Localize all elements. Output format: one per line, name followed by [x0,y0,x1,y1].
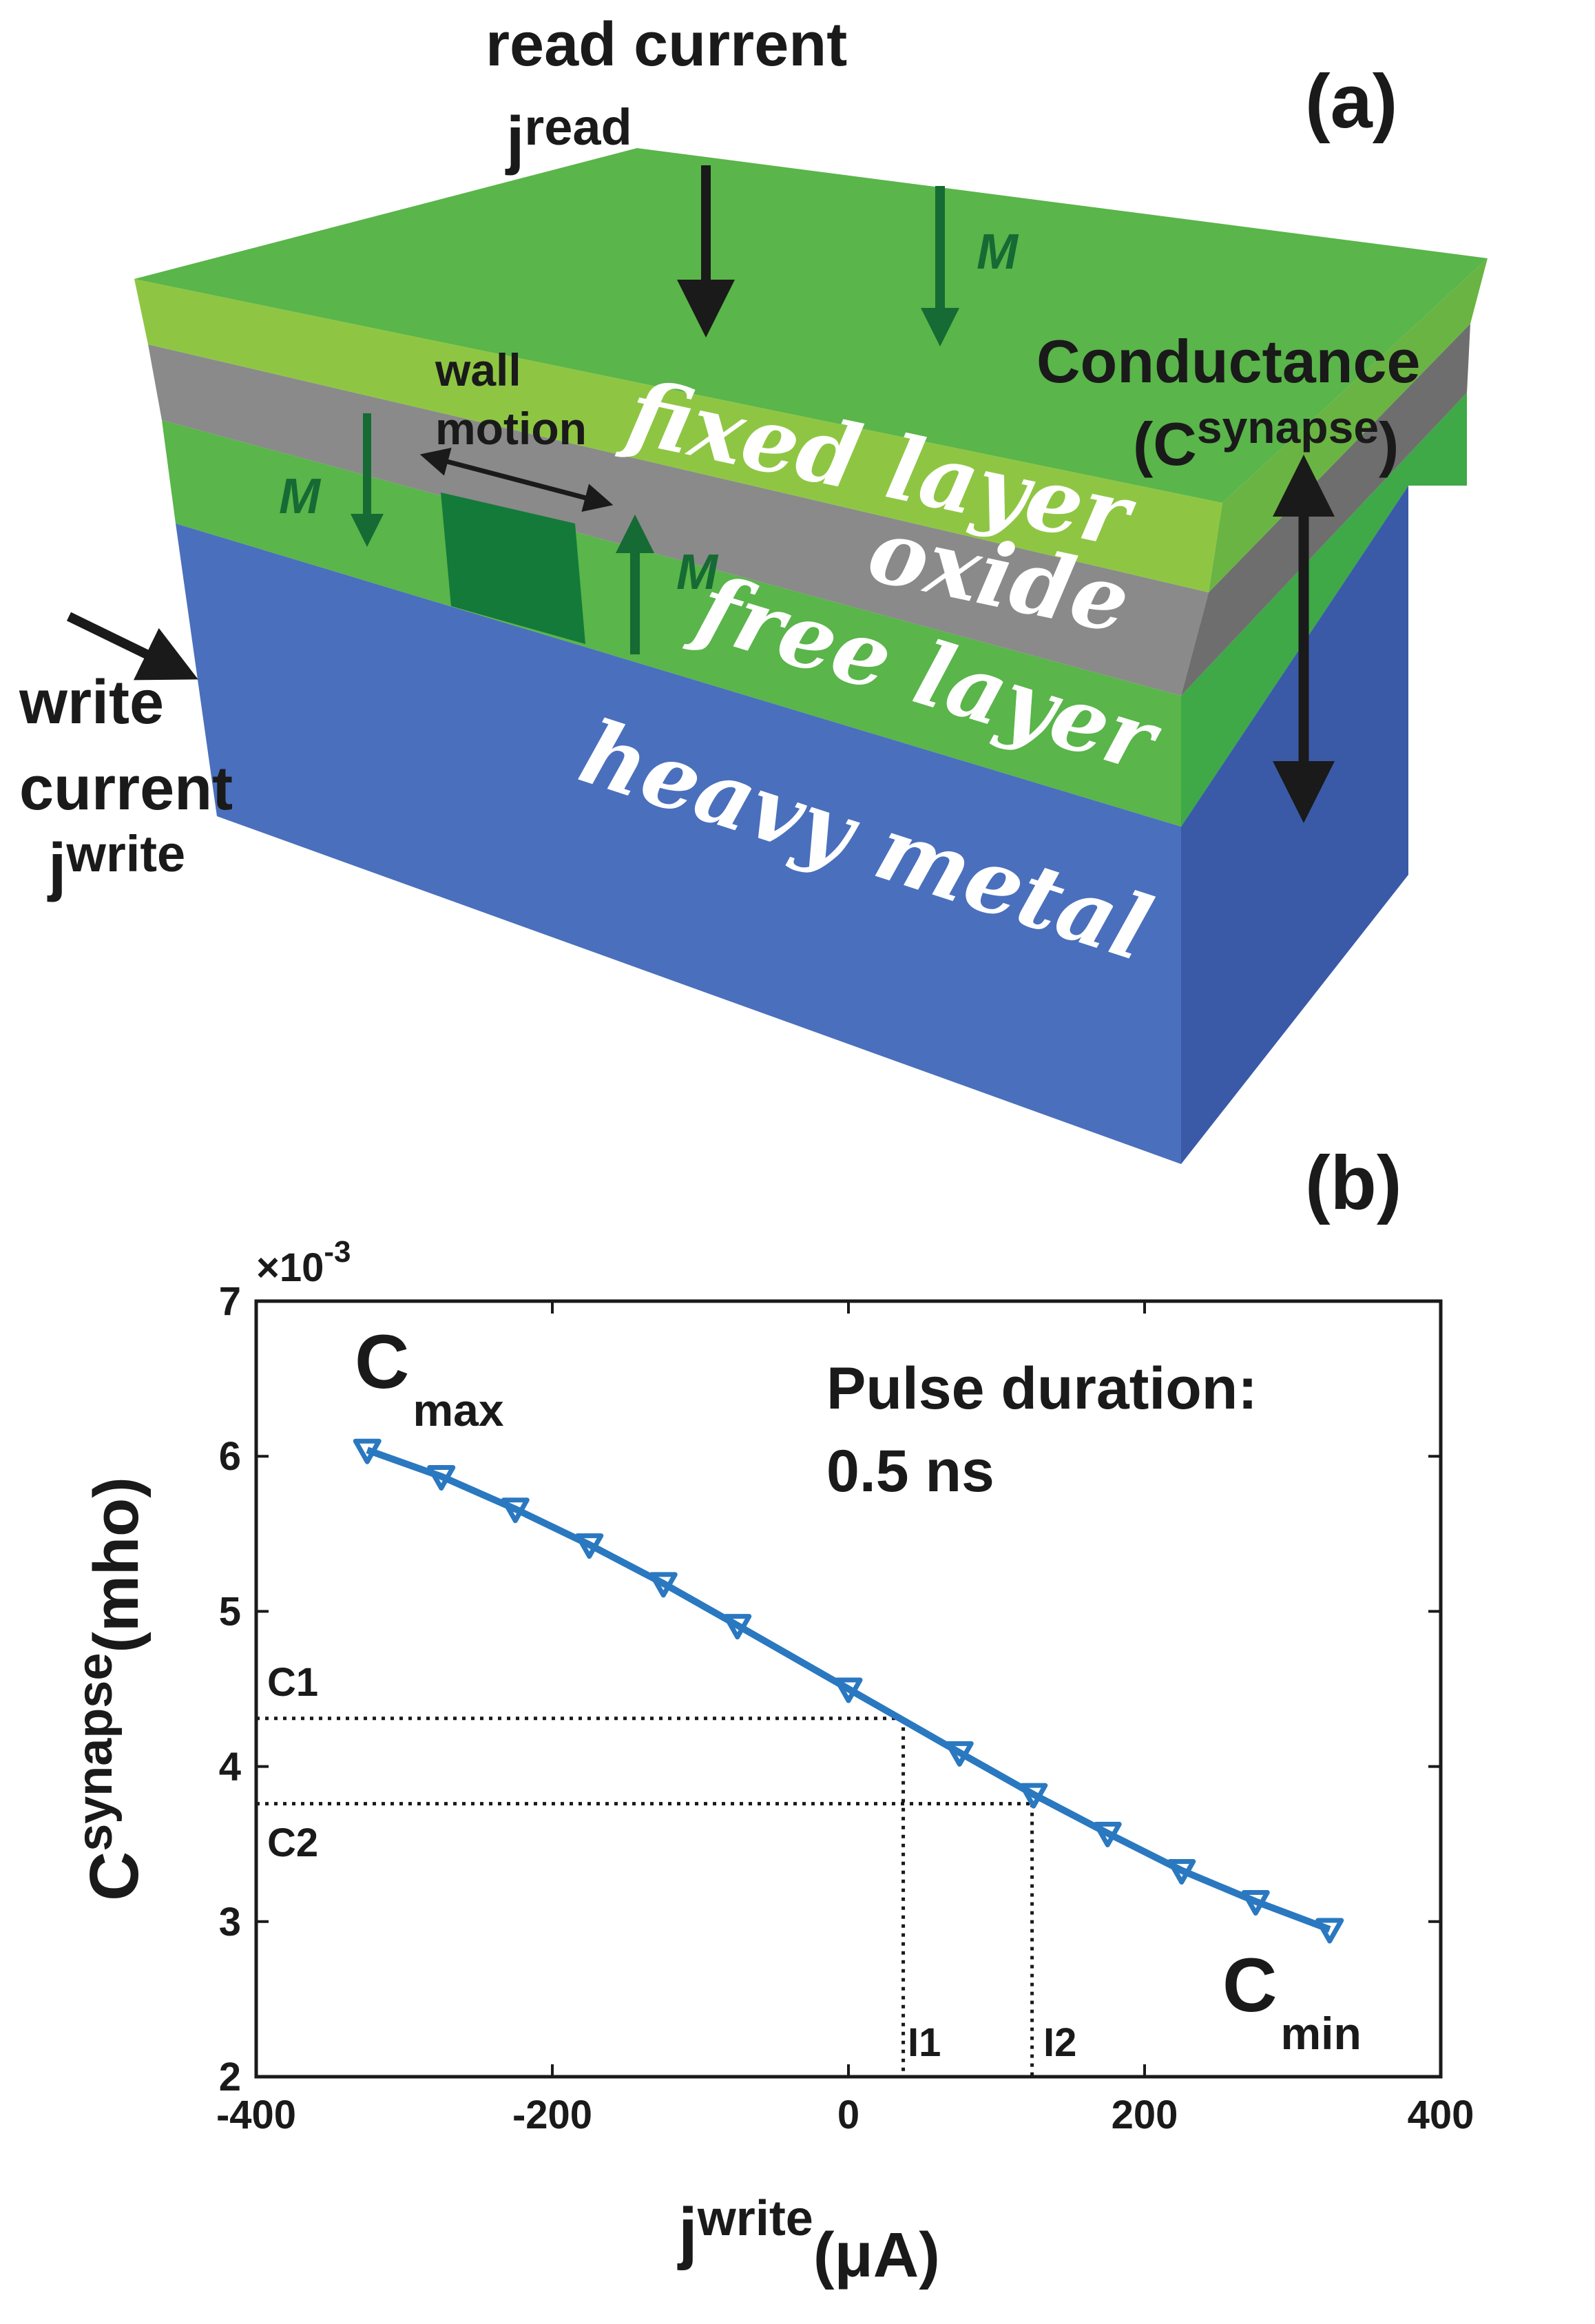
conductance-symbol: (Csynapse) [1133,402,1399,478]
write-current-symbol: jwrite [47,825,185,903]
write-current-line1: write [19,668,164,737]
data-point [1315,1918,1344,1944]
read-current-label: read current [486,10,847,79]
fixed-moment-label: M [977,225,1019,280]
data-point [1241,1890,1270,1916]
data-point [1019,1783,1048,1809]
c1-label: C1 [267,1660,318,1705]
cmin-label: Cmin [1222,1943,1362,2059]
domain-wall-region [441,492,585,644]
y-tick-label: 4 [219,1745,241,1789]
x-tick-label: -400 [216,2093,296,2137]
pulse-duration-line1: Pulse duration: [826,1356,1258,1422]
read-current-symbol: jread [505,98,632,176]
wall-motion-arrow [419,448,614,512]
data-point [427,1464,456,1491]
heavy-metal-front-face [176,523,1181,1164]
write-current-line2: current [19,754,233,823]
data-point [575,1533,604,1559]
conductance-label: Conductance [1036,327,1420,395]
i2-label: I2 [1043,2020,1076,2065]
write-current-arrow [66,612,198,681]
oxide-front-face [148,344,1209,696]
y-tick-label: 5 [219,1589,241,1634]
data-point [353,1438,382,1464]
x-tick-label: 0 [837,2093,859,2137]
y-tick-label: 3 [219,1900,241,1944]
fixed-layer-front-face [134,279,1222,592]
wall-motion-line2: motion [435,403,587,454]
tick-labels: -400 -200 0 200 400 2 3 4 5 6 7 [216,1279,1474,2137]
data-point [723,1614,752,1640]
top-face [134,148,1488,503]
free-moment-up-label: M [676,545,719,600]
data-point [649,1572,678,1598]
panel-b-label: (b) [1305,1141,1401,1225]
data-point [501,1497,530,1524]
y-exponent-label: ×10-3 [256,1235,351,1290]
x-tick-label: 200 [1112,2093,1178,2137]
series [353,1438,1344,1944]
x-tick-label: -200 [512,2093,592,2137]
i1-label: I1 [908,2020,941,2065]
free-layer-front-face [162,420,1181,827]
data-point [1167,1858,1196,1885]
data-point [834,1677,863,1703]
heavy-metal-side-face [1181,486,1408,1164]
pulse-duration-line2: 0.5 ns [826,1438,994,1504]
data-point [945,1741,974,1767]
y-tick-label: 7 [219,1279,241,1324]
reference-lines [256,1716,1034,2077]
conductance-chart: -400 -200 0 200 400 2 3 4 5 6 7 [216,1279,1474,2137]
y-tick-label: 6 [219,1434,241,1479]
y-tick-label: 2 [219,2055,241,2099]
data-point [1093,1821,1122,1847]
c2-label: C2 [267,1820,318,1865]
x-tick-label: 400 [1408,2093,1474,2137]
y-axis-label: Csynapse(mho) [67,1477,153,1901]
series-line-0 [366,1446,1331,1933]
free-moment-down-label: M [279,469,322,524]
x-axis-label: jwrite(μA) [677,2191,940,2290]
cmax-label: Cmax [355,1320,504,1435]
plot-frame [254,1299,1443,2079]
panel-a-label: (a) [1305,59,1397,144]
wall-motion-line1: wall [435,344,521,395]
